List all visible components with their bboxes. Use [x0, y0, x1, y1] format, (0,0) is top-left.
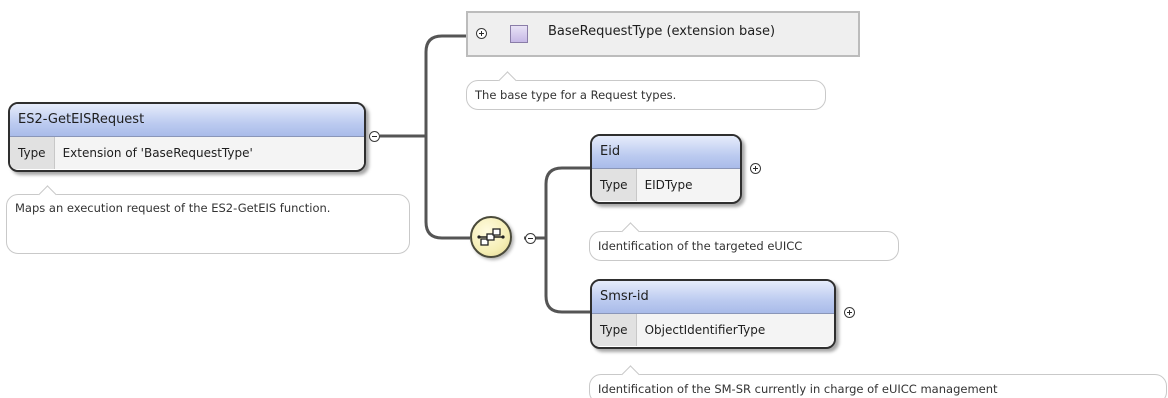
child-type-key: Type — [592, 169, 637, 201]
child-element-node[interactable]: Smsr-id Type ObjectIdentifierType — [590, 279, 836, 349]
root-element-node[interactable]: ES2-GetEISRequest Type Extension of 'Bas… — [8, 102, 366, 172]
root-element-doc: Maps an execution request of the ES2-Get… — [6, 185, 410, 254]
child-element-doc: Identification of the SM-SR currently in… — [589, 365, 1167, 398]
child-type-key: Type — [592, 314, 637, 346]
eid-connector — [544, 166, 590, 238]
root-type-value: Extension of 'BaseRequestType' — [54, 137, 364, 169]
complex-type-icon — [510, 25, 528, 43]
root-element-name: ES2-GetEISRequest — [10, 104, 364, 137]
base-type-node[interactable]: BaseRequestType (extension base) — [466, 11, 860, 57]
base-connector — [424, 34, 468, 136]
child-expand-icon[interactable] — [844, 307, 855, 318]
smsr-connector — [544, 238, 590, 314]
expand-icon[interactable] — [476, 28, 487, 39]
child-element-doc: Identification of the targeted eUICC — [589, 222, 899, 261]
child-element-type-row: Type ObjectIdentifierType — [592, 314, 834, 346]
sequence-collapse-icon[interactable] — [525, 233, 536, 244]
base-type-label: BaseRequestType (extension base) — [548, 24, 776, 39]
root-element-type-row: Type Extension of 'BaseRequestType' — [10, 137, 364, 169]
sequence-compositor[interactable] — [470, 216, 512, 258]
child-expand-icon[interactable] — [750, 163, 761, 174]
root-type-key: Type — [10, 137, 55, 169]
base-type-doc: The base type for a Request types. — [466, 71, 826, 110]
sequence-connector — [424, 136, 470, 240]
child-element-node[interactable]: Eid Type EIDType — [590, 134, 742, 204]
child-element-name: Eid — [592, 136, 740, 169]
sequence-compositor-icon — [477, 228, 505, 246]
child-element-name: Smsr-id — [592, 281, 834, 314]
child-type-value: ObjectIdentifierType — [636, 314, 834, 346]
root-collapse-icon[interactable] — [369, 131, 380, 142]
child-type-value: EIDType — [636, 169, 740, 201]
child-element-type-row: Type EIDType — [592, 169, 740, 201]
